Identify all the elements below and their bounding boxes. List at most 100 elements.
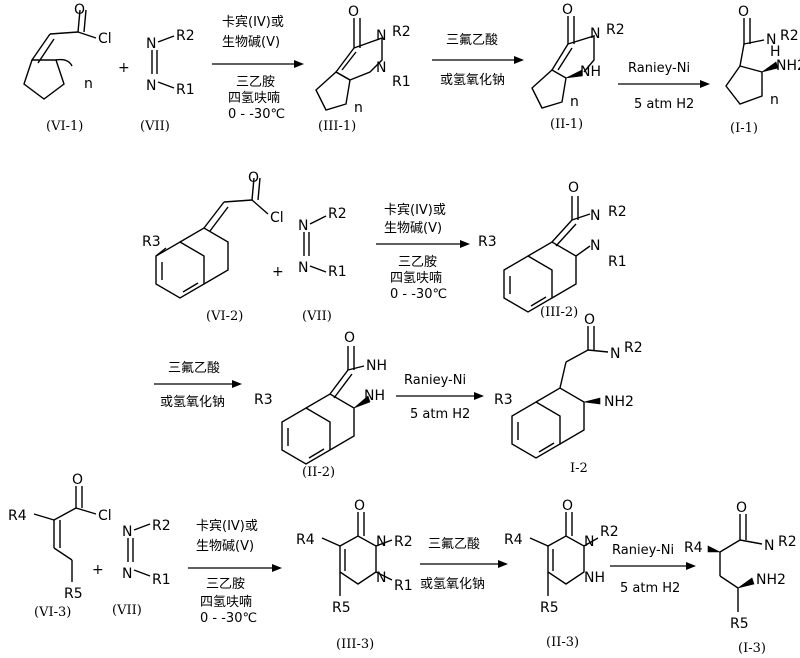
atom-r2: R2 xyxy=(780,28,799,44)
compound-i-3: O N R2 NH2 R4 R5 (I-3) xyxy=(684,500,797,656)
atom-n: N xyxy=(376,534,386,550)
atom-r5: R5 xyxy=(730,616,749,632)
condition-acid: 三氟乙酸 xyxy=(446,33,498,48)
atom-nh2: NH2 xyxy=(776,58,800,74)
reaction-arrow-6: Raniey-Ni 5 atm H2 xyxy=(396,373,484,422)
condition-solvent: 四氢呋喃 xyxy=(228,91,280,106)
atom-r4: R4 xyxy=(296,532,315,548)
atom-o: O xyxy=(348,4,359,20)
atom-n: N xyxy=(122,524,132,540)
atom-n: N xyxy=(590,208,600,224)
condition-base: 三乙胺 xyxy=(398,255,437,270)
atom-n: N xyxy=(376,28,386,44)
compound-i-1: O N R2 H NH2 n (I-1) xyxy=(725,4,800,136)
atom-nh: NH xyxy=(580,64,601,80)
condition-catalyst: 生物碱(V) xyxy=(222,35,280,50)
compound-iii-2: O N R2 N R1 R3 (III-2) xyxy=(478,180,627,320)
atom-r2: R2 xyxy=(624,340,643,356)
atom-nh: NH xyxy=(366,358,387,374)
compound-vi-2: O Cl R3 (VI-2) xyxy=(142,170,284,324)
atom-r4: R4 xyxy=(504,532,523,548)
label-iii-3: (III-3) xyxy=(336,637,374,652)
atom-r2: R2 xyxy=(328,206,347,222)
compound-ii-3: O N R2 NH R4 R5 (II-3) xyxy=(504,498,619,650)
condition-catalyst: 卡宾(IV)或 xyxy=(222,14,284,30)
label-i-1: (I-1) xyxy=(730,121,758,136)
atom-o: O xyxy=(568,180,579,196)
condition-naoh: 或氢氧化钠 xyxy=(160,395,225,410)
condition-acid: 三氟乙酸 xyxy=(428,537,480,552)
atom-r5: R5 xyxy=(540,600,559,616)
condition-hydrogen: 5 atm H2 xyxy=(620,581,680,596)
atom-r4: R4 xyxy=(684,540,703,556)
atom-o: O xyxy=(738,4,749,20)
condition-temperature: 0 - -30℃ xyxy=(390,287,447,302)
atom-n: N xyxy=(584,534,594,550)
reaction-arrow-5: 三氟乙酸 或氢氧化钠 xyxy=(154,361,242,410)
condition-catalyst: 卡宾(IV)或 xyxy=(196,518,258,534)
atom-n: N xyxy=(146,36,156,52)
condition-catalyst: 生物碱(V) xyxy=(384,221,442,236)
atom-n: N xyxy=(122,566,132,582)
label-ii-3: (II-3) xyxy=(546,635,579,650)
label-vii: (VII) xyxy=(140,119,170,134)
compound-vi-3: O Cl R4 R5 (VI-3) xyxy=(8,472,112,620)
atom-nh2: NH2 xyxy=(604,394,634,410)
compound-vii-row2: N N R2 R1 (VII) xyxy=(298,206,347,324)
label-iii-1: (III-1) xyxy=(318,119,356,134)
compound-iii-3: O N R2 N R1 R4 R5 (III-3) xyxy=(296,498,413,652)
condition-base: 三乙胺 xyxy=(206,577,245,592)
atom-r4: R4 xyxy=(8,508,27,524)
plus-sign: + xyxy=(92,562,104,578)
ring-index-n: n xyxy=(770,92,779,108)
atom-r1: R1 xyxy=(328,264,347,280)
atom-r3: R3 xyxy=(254,392,273,408)
atom-nh: NH xyxy=(584,570,605,586)
atom-o: O xyxy=(562,2,573,18)
atom-o: O xyxy=(72,472,83,488)
atom-r2: R2 xyxy=(392,24,411,40)
atom-n: N xyxy=(610,346,620,362)
atom-r2: R2 xyxy=(608,204,627,220)
condition-raney-ni: Raniey-Ni xyxy=(628,61,690,76)
atom-n: N xyxy=(298,260,308,276)
label-i-2: I-2 xyxy=(570,461,588,476)
atom-r1: R1 xyxy=(608,254,627,270)
condition-temperature: 0 - -30℃ xyxy=(228,107,285,122)
atom-cl: Cl xyxy=(270,210,284,226)
compound-ii-1: O N R2 NH n (II-1) xyxy=(531,2,625,132)
ring-index-n: n xyxy=(570,94,579,110)
label-vi-2: (VI-2) xyxy=(206,309,243,324)
label-vii: (VII) xyxy=(112,603,142,618)
label-vi-1: (VI-1) xyxy=(46,119,83,134)
reaction-arrow-1: 卡宾(IV)或 生物碱(V) 三乙胺 四氢呋喃 0 - -30℃ xyxy=(212,14,304,122)
atom-n: N xyxy=(376,570,386,586)
reaction-arrow-3: Raniey-Ni 5 atm H2 xyxy=(618,61,710,112)
compound-vii-row4: N N R2 R1 (VII) xyxy=(112,518,171,618)
condition-naoh: 或氢氧化钠 xyxy=(440,73,505,88)
atom-r5: R5 xyxy=(332,600,351,616)
ring-index-n: n xyxy=(354,100,363,116)
condition-catalyst: 生物碱(V) xyxy=(196,539,254,554)
atom-n: N xyxy=(376,60,386,76)
atom-o: O xyxy=(344,330,355,346)
atom-r5: R5 xyxy=(64,586,83,602)
atom-nh: NH xyxy=(364,388,385,404)
condition-solvent: 四氢呋喃 xyxy=(200,595,252,610)
condition-catalyst: 卡宾(IV)或 xyxy=(384,202,446,218)
compound-iii-1: O N R2 N R1 n (III-1) xyxy=(315,4,411,134)
atom-cl: Cl xyxy=(98,31,112,47)
compound-vi-1: O Cl n (VI-1) xyxy=(23,2,112,134)
atom-n: N xyxy=(590,26,600,42)
condition-hydrogen: 5 atm H2 xyxy=(634,97,694,112)
atom-r1: R1 xyxy=(176,82,195,98)
label-i-3: (I-3) xyxy=(738,641,766,656)
condition-hydrogen: 5 atm H2 xyxy=(410,407,470,422)
atom-n: N xyxy=(766,32,776,48)
label-vi-3: (VI-3) xyxy=(34,605,71,620)
condition-temperature: 0 - -30℃ xyxy=(200,611,257,626)
atom-r2: R2 xyxy=(600,524,619,540)
atom-n: N xyxy=(764,538,774,554)
plus-sign: + xyxy=(118,60,130,76)
atom-r1: R1 xyxy=(394,578,413,594)
